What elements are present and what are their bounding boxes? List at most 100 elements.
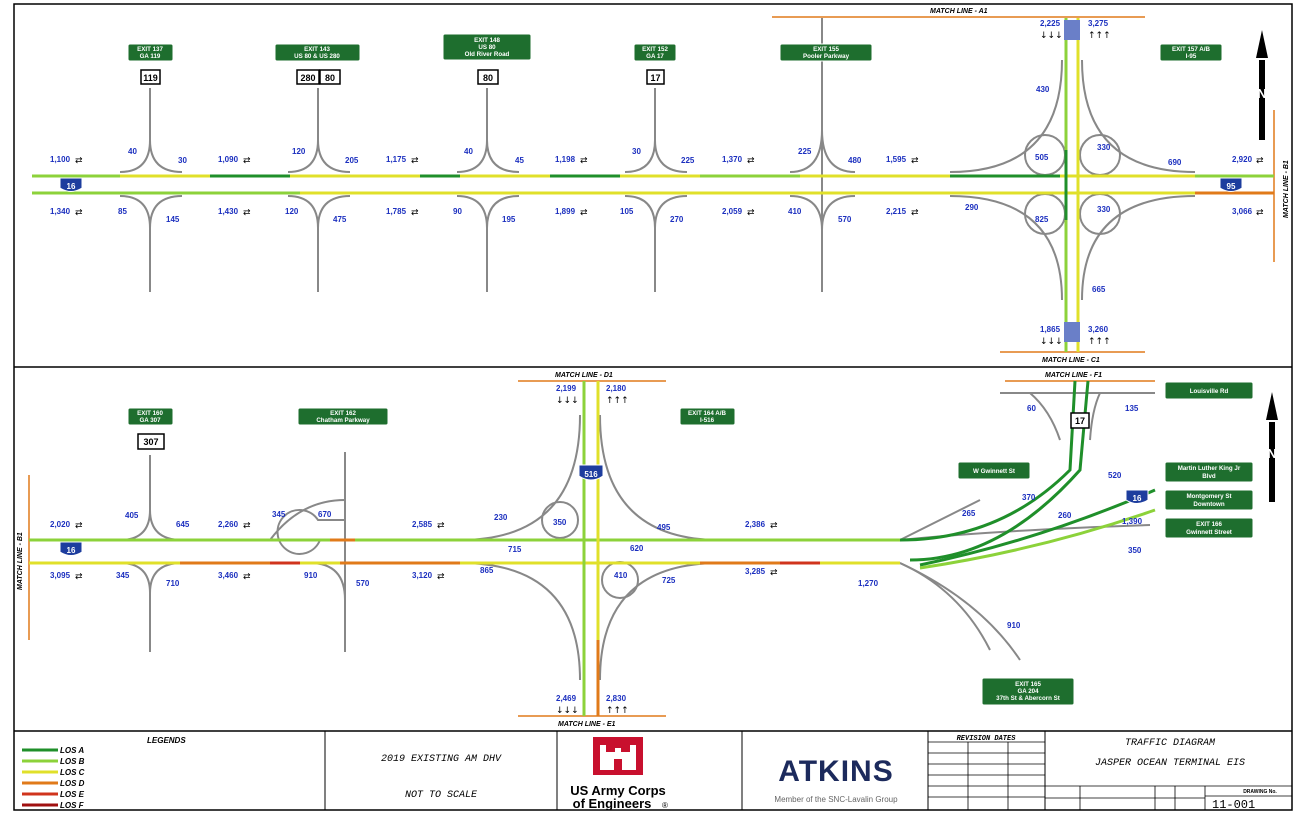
svg-text:⇄: ⇄ <box>1256 156 1264 166</box>
svg-text:LOS E: LOS E <box>60 790 85 799</box>
svg-text:1,865: 1,865 <box>1040 325 1061 334</box>
svg-text:105: 105 <box>620 207 634 216</box>
svg-text:480: 480 <box>848 156 862 165</box>
match-line-b1-left-label: MATCH LINE - B1 <box>17 532 24 590</box>
svg-text:Louisville Rd: Louisville Rd <box>1190 388 1229 395</box>
svg-text:EXIT 155: EXIT 155 <box>813 46 839 53</box>
svg-text:825: 825 <box>1035 215 1049 224</box>
montgomery-st-sign: Montgomery St Downtown <box>1164 489 1254 511</box>
project-title: JASPER OCEAN TERMINAL EIS <box>1095 758 1245 769</box>
svg-text:GA 17: GA 17 <box>646 53 664 60</box>
svg-text:1,340: 1,340 <box>50 207 71 216</box>
svg-text:3,275: 3,275 <box>1088 19 1109 28</box>
exit-148-sign: EXIT 148 US 80 Old River Road <box>442 33 532 61</box>
svg-text:725: 725 <box>662 576 676 585</box>
bottom-mainline <box>29 380 1156 716</box>
svg-text:GA 119: GA 119 <box>140 53 161 60</box>
svg-text:Downtown: Downtown <box>1193 501 1224 508</box>
match-line-f1-label: MATCH LINE - F1 <box>1045 372 1102 379</box>
revision-grid: REVISION DATES <box>928 735 1045 810</box>
svg-text:EXIT 148: EXIT 148 <box>474 37 500 44</box>
svg-text:⇄: ⇄ <box>411 156 419 166</box>
svg-text:3,120: 3,120 <box>412 571 433 580</box>
svg-text:Martin Luther King Jr: Martin Luther King Jr <box>1178 465 1241 472</box>
svg-text:LOS B: LOS B <box>60 757 85 766</box>
svg-text:↑↑↑: ↑↑↑ <box>606 706 629 716</box>
svg-text:80: 80 <box>325 73 335 83</box>
svg-text:520: 520 <box>1108 471 1122 480</box>
svg-text:1,595: 1,595 <box>886 155 907 164</box>
svg-text:N: N <box>1267 446 1276 461</box>
svg-text:EXIT 143: EXIT 143 <box>304 46 330 53</box>
svg-text:710: 710 <box>166 579 180 588</box>
svg-text:17: 17 <box>650 73 660 83</box>
us-17-shield-icon: 17 <box>1070 412 1090 429</box>
ga-307-shield-icon: 307 <box>137 433 165 450</box>
svg-text:EXIT 166: EXIT 166 <box>1196 521 1222 528</box>
match-line-d1-label: MATCH LINE - D1 <box>555 372 613 379</box>
svg-text:475: 475 <box>333 215 347 224</box>
svg-text:⇄: ⇄ <box>243 156 251 166</box>
svg-text:1,198: 1,198 <box>555 155 576 164</box>
svg-text:95: 95 <box>1227 182 1236 191</box>
svg-text:LEGENDS: LEGENDS <box>147 736 186 745</box>
svg-text:2,225: 2,225 <box>1040 19 1061 28</box>
svg-text:260: 260 <box>1058 511 1072 520</box>
mlk-blvd-sign: Martin Luther King Jr Blvd <box>1164 461 1254 483</box>
usace-registered: ® <box>662 801 668 810</box>
svg-text:↓↓↓: ↓↓↓ <box>556 706 579 716</box>
svg-text:225: 225 <box>798 147 812 156</box>
svg-text:2,386: 2,386 <box>745 520 766 529</box>
svg-text:2,585: 2,585 <box>412 520 433 529</box>
svg-text:145: 145 <box>166 215 180 224</box>
svg-text:2,920: 2,920 <box>1232 155 1253 164</box>
svg-text:135: 135 <box>1125 404 1139 413</box>
svg-text:350: 350 <box>1128 546 1142 555</box>
svg-text:670: 670 <box>318 510 332 519</box>
north-arrow-icon-bottom: N <box>1266 392 1278 502</box>
svg-text:2,260: 2,260 <box>218 520 239 529</box>
svg-text:230: 230 <box>494 513 508 522</box>
drawing-number-label: DRAWING No. <box>1243 789 1277 795</box>
svg-text:↓↓↓: ↓↓↓ <box>1040 337 1063 347</box>
svg-text:40: 40 <box>464 147 473 156</box>
match-line-b1-right-label: MATCH LINE - B1 <box>1283 160 1290 218</box>
svg-text:195: 195 <box>502 215 516 224</box>
svg-text:45: 45 <box>515 156 524 165</box>
i95-north-shield-icon <box>1064 20 1080 40</box>
svg-text:3,260: 3,260 <box>1088 325 1109 334</box>
svg-text:330: 330 <box>1097 143 1111 152</box>
svg-text:270: 270 <box>670 215 684 224</box>
top-ramps <box>119 18 1196 301</box>
svg-text:690: 690 <box>1168 158 1182 167</box>
svg-text:119: 119 <box>143 73 158 83</box>
svg-text:430: 430 <box>1036 85 1050 94</box>
svg-text:3,460: 3,460 <box>218 571 239 580</box>
svg-text:I-516: I-516 <box>700 417 715 424</box>
i95-shield-icon: 95 <box>1219 177 1243 192</box>
svg-text:205: 205 <box>345 156 359 165</box>
exit-157-sign: EXIT 157 A/B I-95 <box>1159 43 1223 62</box>
svg-text:US 80: US 80 <box>478 44 496 51</box>
svg-text:1,785: 1,785 <box>386 207 407 216</box>
i16-east-shield-icon: 16 <box>1125 489 1149 504</box>
ga-119-shield-icon: 119 <box>140 69 161 85</box>
svg-text:↑↑↑: ↑↑↑ <box>1088 31 1111 41</box>
svg-text:⇄: ⇄ <box>770 521 778 531</box>
svg-text:60: 60 <box>1027 404 1036 413</box>
svg-text:2,020: 2,020 <box>50 520 71 529</box>
i95-south-shield-icon <box>1064 322 1080 342</box>
north-arrow-icon-top: N <box>1256 30 1268 140</box>
scenario-label: 2019 EXISTING AM DHV <box>381 754 502 765</box>
svg-text:1,090: 1,090 <box>218 155 239 164</box>
svg-text:N: N <box>1257 86 1266 101</box>
svg-text:1,899: 1,899 <box>555 207 576 216</box>
svg-text:3,066: 3,066 <box>1232 207 1253 216</box>
match-line-c1-label: MATCH LINE - C1 <box>1042 357 1100 364</box>
svg-text:225: 225 <box>681 156 695 165</box>
svg-text:EXIT 152: EXIT 152 <box>642 46 668 53</box>
svg-text:⇄: ⇄ <box>911 208 919 218</box>
svg-text:2,199: 2,199 <box>556 384 577 393</box>
svg-text:80: 80 <box>483 73 493 83</box>
